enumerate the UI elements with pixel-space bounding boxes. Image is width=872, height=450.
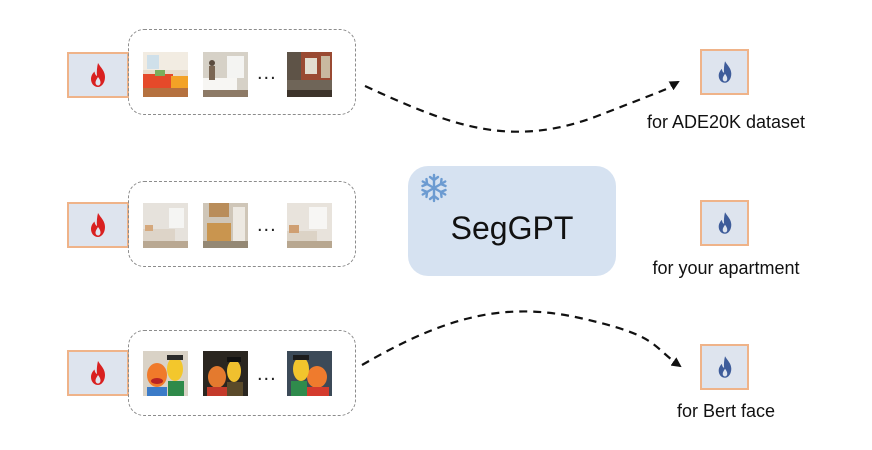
prompt-row-1 <box>67 52 129 98</box>
apartment-bedroom-thumbnail <box>143 203 188 248</box>
apartment-room-thumbnail <box>287 203 332 248</box>
seggpt-model-box: SegGPT <box>408 166 616 276</box>
snowflake-icon <box>418 172 450 209</box>
in-context-examples-row-2: ... <box>128 181 356 267</box>
bert-ernie-thumbnail <box>203 351 248 396</box>
prompt-row-3 <box>67 350 129 396</box>
ellipsis: ... <box>257 214 277 236</box>
output-row-2 <box>700 200 749 246</box>
model-name: SegGPT <box>450 210 574 246</box>
output-label-row-3: for Bert face <box>676 401 776 421</box>
apartment-kitchen-thumbnail <box>203 203 248 248</box>
living-room-thumbnail <box>143 52 188 97</box>
blue-flame-icon <box>718 212 731 234</box>
output-label-row-2: for your apartment <box>652 258 800 278</box>
blue-flame-icon <box>718 356 731 378</box>
arrow-row-3 <box>361 310 682 368</box>
output-label-row-1: for ADE20K dataset <box>646 112 806 132</box>
output-row-3 <box>700 344 749 390</box>
brick-room-thumbnail <box>287 52 332 97</box>
ellipsis: ... <box>257 363 277 385</box>
red-flame-icon <box>91 213 105 237</box>
in-context-examples-row-1: ... <box>128 29 356 115</box>
arrow-row-1 <box>364 81 680 133</box>
bert-ernie-thumbnail <box>143 351 188 396</box>
in-context-examples-row-3: ... <box>128 330 356 416</box>
blue-flame-icon <box>718 61 731 83</box>
ellipsis: ... <box>257 62 277 84</box>
red-flame-icon <box>91 361 105 385</box>
red-flame-icon <box>91 63 105 87</box>
bedroom-thumbnail <box>203 52 248 97</box>
output-row-1 <box>700 49 749 95</box>
prompt-row-2 <box>67 202 129 248</box>
bert-ernie-thumbnail <box>287 351 332 396</box>
